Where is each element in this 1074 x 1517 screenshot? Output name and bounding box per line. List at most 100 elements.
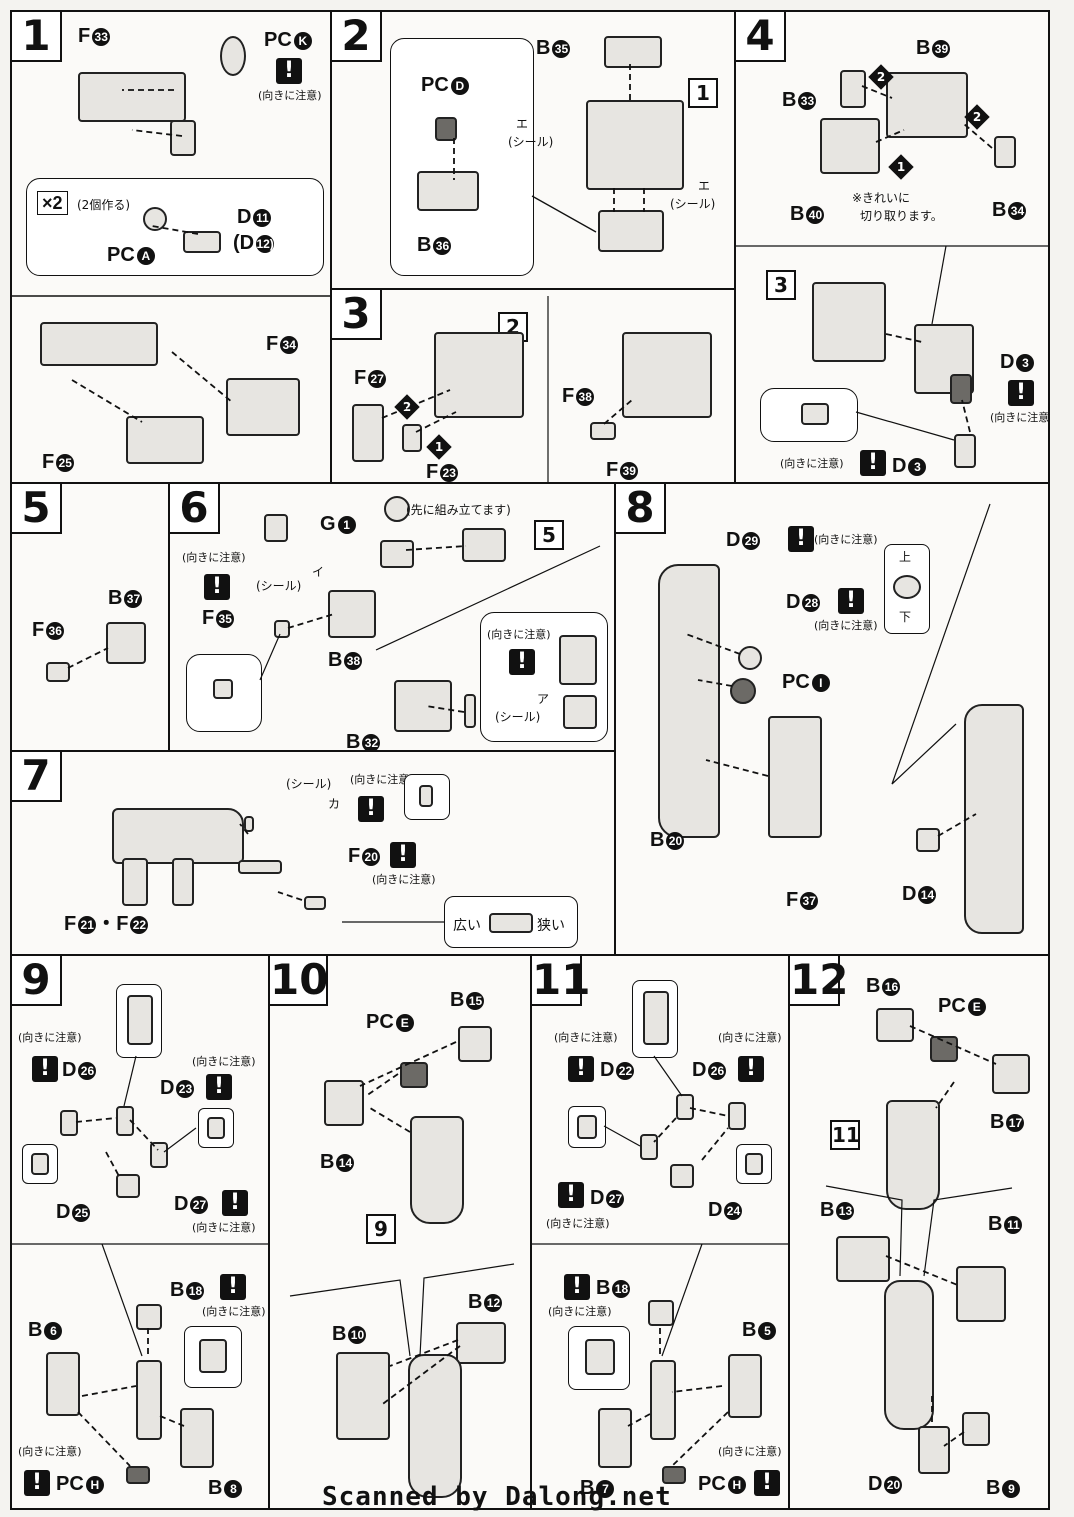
times-badge: ×2 bbox=[37, 191, 68, 215]
step-ref: 11 bbox=[830, 1120, 860, 1150]
part-shape bbox=[886, 72, 968, 138]
assembly-arrows bbox=[12, 1055, 268, 1467]
part-shape bbox=[728, 1102, 746, 1130]
step-number: 4 bbox=[736, 12, 786, 62]
part-shape bbox=[884, 1280, 934, 1430]
caution-icon: ! bbox=[32, 1056, 58, 1082]
sticker-label: カ bbox=[328, 797, 341, 811]
part-shape bbox=[304, 896, 326, 910]
step-number: 6 bbox=[170, 484, 220, 534]
part-shape bbox=[812, 282, 886, 362]
assembly-arrows bbox=[259, 545, 601, 713]
detail-callout bbox=[736, 1144, 772, 1184]
part-shape bbox=[417, 171, 479, 211]
part-shape bbox=[658, 564, 720, 838]
part-shape bbox=[126, 1466, 150, 1484]
assembly-arrows bbox=[12, 89, 330, 423]
caution-text: (向きに注意) bbox=[814, 533, 878, 546]
part-shape bbox=[116, 1106, 134, 1136]
part-shape bbox=[730, 678, 756, 704]
caution-text: (向きに注意) bbox=[487, 628, 551, 641]
step-number: 5 bbox=[12, 484, 62, 534]
part-shape bbox=[840, 70, 866, 108]
part-shape bbox=[150, 1142, 168, 1168]
part-shape bbox=[207, 1117, 225, 1139]
seal-text: (シール) bbox=[256, 579, 302, 593]
part-shape bbox=[183, 231, 221, 253]
detail-callout bbox=[760, 388, 858, 442]
cut-note: ※きれいに bbox=[852, 191, 911, 205]
assembly-arrows bbox=[825, 1025, 1013, 1447]
part-shape bbox=[170, 120, 196, 156]
part-shape bbox=[670, 1164, 694, 1188]
part-shape bbox=[199, 1339, 227, 1373]
part-shape bbox=[801, 403, 829, 425]
part-shape bbox=[994, 136, 1016, 168]
part-shape bbox=[336, 1352, 390, 1440]
step-number: 2 bbox=[332, 12, 382, 62]
caution-icon: ! bbox=[509, 649, 535, 675]
part-shape bbox=[394, 680, 452, 732]
assembly-arrows bbox=[67, 647, 109, 669]
part-shape bbox=[464, 694, 476, 728]
part-shape bbox=[244, 816, 254, 832]
part-shape bbox=[172, 858, 194, 906]
part-shape bbox=[462, 528, 506, 562]
caution-text: (向きに注意) bbox=[192, 1055, 256, 1068]
part-shape bbox=[180, 1408, 214, 1468]
assembly-arrows bbox=[289, 1041, 515, 1407]
caution-icon: ! bbox=[564, 1274, 590, 1300]
part-shape bbox=[563, 695, 597, 729]
part-shape bbox=[577, 1115, 597, 1139]
caution-icon: ! bbox=[204, 574, 230, 600]
part-shape bbox=[559, 635, 597, 685]
caution-text: (向きに注意) bbox=[814, 619, 878, 632]
detail-callout bbox=[116, 984, 162, 1058]
part-shape bbox=[728, 1354, 762, 1418]
part-shape bbox=[676, 1094, 694, 1120]
caution-icon: ! bbox=[788, 526, 814, 552]
part-shape bbox=[126, 416, 204, 464]
sticker-label: エ bbox=[698, 179, 711, 193]
detail-callout bbox=[22, 1144, 58, 1184]
part-shape bbox=[78, 72, 186, 122]
part-shape bbox=[662, 1466, 686, 1484]
detail-callout bbox=[184, 1326, 242, 1388]
part-shape bbox=[650, 1360, 676, 1440]
part-shape bbox=[930, 1036, 958, 1062]
wide-label: 広い bbox=[453, 918, 481, 934]
part-shape bbox=[954, 434, 976, 468]
part-shape bbox=[964, 704, 1024, 934]
assembly-arrows bbox=[685, 503, 991, 837]
step-number: 7 bbox=[12, 752, 62, 802]
